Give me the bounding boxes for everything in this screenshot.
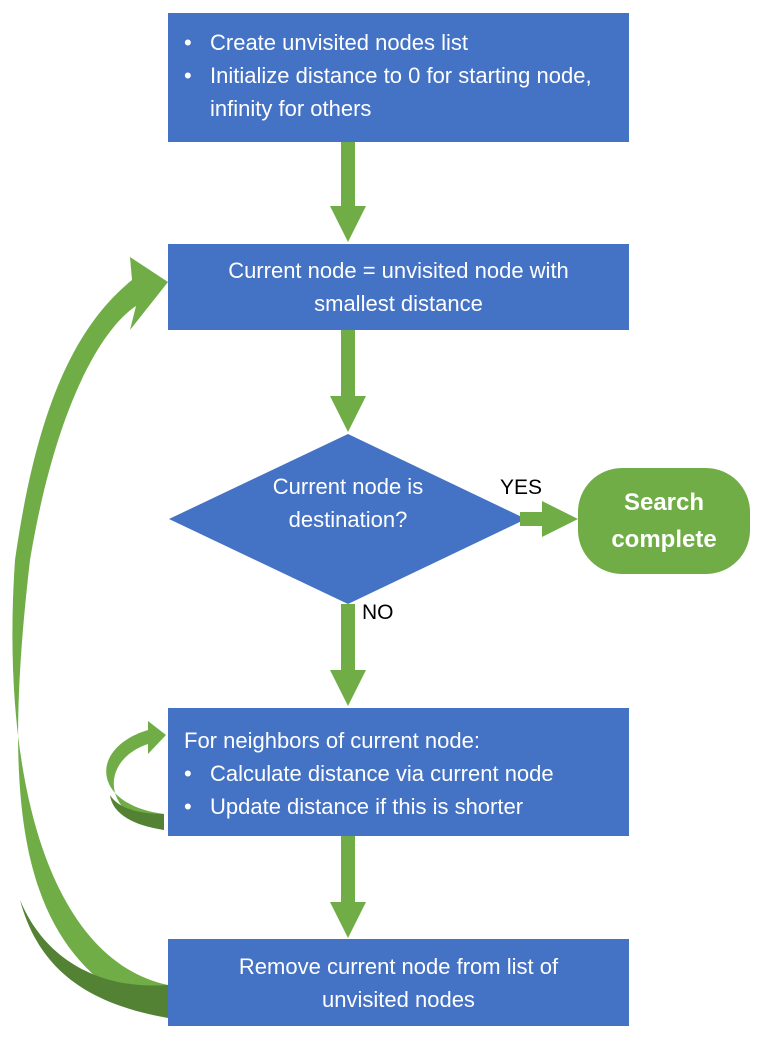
arrow-select-to-decision [330, 330, 366, 432]
terminal-shape [578, 468, 750, 574]
update-bullet-1: Calculate distance via current node [168, 757, 629, 790]
select-current-text: Current node = unvisited node with small… [228, 258, 569, 316]
arrow-init-to-select [330, 142, 366, 242]
init-box: Create unvisited nodes list Initialize d… [168, 13, 629, 142]
init-bullet-list: Create unvisited nodes list Initialize d… [168, 26, 629, 125]
decision-diamond [169, 434, 526, 604]
arrow-decision-to-update [330, 604, 366, 706]
update-neighbors-box: For neighbors of current node: Calculate… [168, 708, 629, 836]
search-complete-text: Search complete [578, 468, 750, 574]
decision-text: Current node is destination? [272, 474, 424, 532]
remove-current-box: Remove current node from list of unvisit… [168, 939, 629, 1026]
no-label: NO [362, 601, 394, 624]
yes-label: YES [500, 476, 543, 499]
remove-current-text: Remove current node from list of unvisit… [238, 953, 559, 1012]
update-neighbors-heading: For neighbors of current node: [184, 728, 480, 753]
arrow-yes-to-complete [520, 501, 578, 537]
self-loop-arrow [106, 721, 166, 830]
search-complete-label: Search complete [611, 489, 717, 553]
update-bullet-list: Calculate distance via current node Upda… [168, 757, 629, 823]
update-bullet-2: Update distance if this is shorter [168, 790, 629, 823]
init-bullet-2: Initialize distance to 0 for starting no… [168, 59, 629, 125]
init-bullet-1: Create unvisited nodes list [168, 26, 629, 59]
loop-back-arrow [12, 257, 169, 1018]
arrow-update-to-remove [330, 836, 366, 938]
select-current-box: Current node = unvisited node with small… [168, 244, 629, 330]
